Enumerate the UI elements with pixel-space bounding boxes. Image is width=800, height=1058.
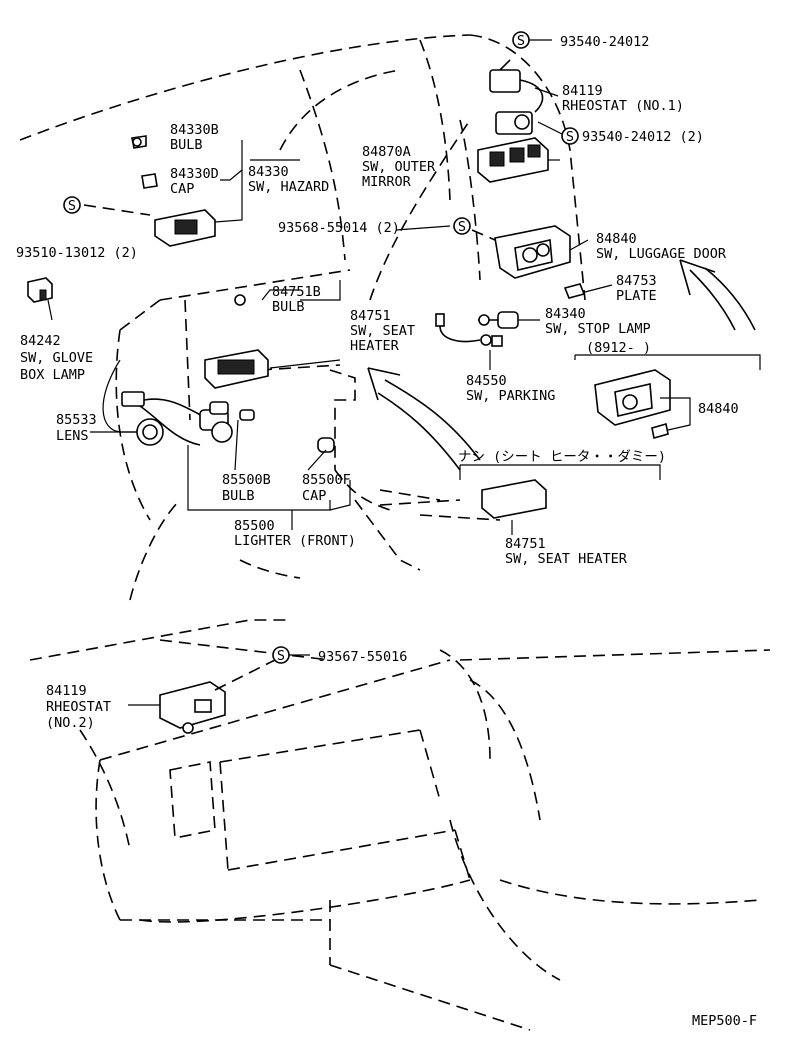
arrow-to-luggage-door bbox=[679, 259, 756, 331]
label-rheostat1-num: 84119 bbox=[562, 83, 603, 99]
bulb-84330b-part bbox=[131, 135, 147, 149]
bulb-84751b-part bbox=[234, 294, 246, 306]
label-lens-name: LENS bbox=[56, 428, 89, 444]
svg-text:S: S bbox=[277, 648, 285, 664]
label-bulb-84330b-num: 84330B bbox=[170, 122, 219, 138]
luggage-door-switch-part bbox=[494, 225, 571, 279]
label-seat-heater-name1: SW, SEAT bbox=[350, 323, 415, 339]
label-cap-84330d-name: CAP bbox=[170, 181, 194, 197]
label-stop-lamp-num: 84340 bbox=[545, 306, 586, 322]
label-seat-heater2-name: SW, SEAT HEATER bbox=[505, 551, 628, 567]
label-screw-bottom: 93567-55016 bbox=[318, 649, 407, 665]
label-hazard-name: SW, HAZARD bbox=[248, 179, 329, 195]
part-labels: 93540-24012 84119 RHEOSTAT (NO.1) 93540-… bbox=[16, 34, 757, 1029]
label-bulb-85500b-num: 85500B bbox=[222, 472, 271, 488]
dashboard-outline-lower bbox=[29, 619, 771, 1031]
label-outer-mirror-name2: MIRROR bbox=[362, 174, 412, 190]
bulb-85500b-part bbox=[239, 409, 255, 421]
hazard-switch-part bbox=[154, 209, 216, 247]
seat-heater-switch-part bbox=[204, 349, 269, 389]
label-bulb-84751b-name: BULB bbox=[272, 299, 305, 315]
label-bulb-85500b-name: BULB bbox=[222, 488, 255, 504]
label-lighter-name: LIGHTER (FRONT) bbox=[234, 533, 356, 549]
label-date-range: (8912- ) bbox=[586, 340, 651, 356]
leader-lines bbox=[47, 39, 761, 706]
cap-84330d-part bbox=[141, 173, 158, 189]
label-rheostat2-num: 84119 bbox=[46, 683, 87, 699]
rheostat-no1-part bbox=[489, 59, 544, 135]
screw-symbol-3: S bbox=[63, 196, 81, 214]
label-outer-mirror-name1: SW, OUTER bbox=[362, 159, 436, 175]
label-screw-9356: 93568-55014 (2) bbox=[278, 220, 400, 236]
label-outer-mirror-num: 84870A bbox=[362, 144, 411, 160]
rheostat-no2-part bbox=[159, 681, 226, 734]
screw-symbol-4: S bbox=[453, 217, 471, 235]
svg-text:S: S bbox=[68, 198, 76, 214]
stop-lamp-switch-part bbox=[478, 311, 519, 329]
label-seat-heater2-num: 84751 bbox=[505, 536, 546, 552]
label-seat-heater-num: 84751 bbox=[350, 308, 391, 324]
label-rheostat2-name2: (NO.2) bbox=[46, 715, 95, 731]
label-screw-top2: 93540-24012 (2) bbox=[582, 129, 704, 145]
label-jp-note: ナシ (シート ヒータ・・ダミー) bbox=[458, 449, 666, 465]
label-rheostat1-name: RHEOSTAT (NO.1) bbox=[562, 98, 684, 114]
outer-mirror-switch-part bbox=[477, 137, 549, 183]
arrow-to-seat-heater bbox=[367, 367, 481, 471]
glove-box-switch-part bbox=[27, 277, 53, 303]
plate-part bbox=[563, 283, 586, 299]
label-cap-85500f-name: CAP bbox=[302, 488, 326, 504]
label-lens-num: 85533 bbox=[56, 412, 97, 428]
label-glove-name1: SW, GLOVE bbox=[20, 350, 93, 366]
label-parking-name: SW, PARKING bbox=[466, 388, 555, 404]
label-seat-heater-name2: HEATER bbox=[350, 338, 400, 354]
label-luggage2-num: 84840 bbox=[698, 401, 739, 417]
label-screw-top: 93540-24012 bbox=[560, 34, 649, 50]
label-cap-84330d-num: 84330D bbox=[170, 166, 219, 182]
label-diagram-code: MEP500-F bbox=[692, 1013, 757, 1029]
parking-switch-part bbox=[435, 313, 503, 347]
screw-symbol-2: S bbox=[561, 127, 579, 145]
seat-heater-dummy-part bbox=[481, 479, 547, 519]
label-plate-name: PLATE bbox=[616, 288, 657, 304]
label-stop-lamp-name: SW, STOP LAMP bbox=[545, 321, 651, 337]
label-glove-name2: BOX LAMP bbox=[20, 367, 85, 383]
svg-text:S: S bbox=[566, 129, 574, 145]
label-rheostat2-name1: RHEOSTAT bbox=[46, 699, 111, 715]
luggage-door-switch-variant-part bbox=[594, 369, 671, 440]
svg-text:S: S bbox=[458, 219, 466, 235]
label-plate-num: 84753 bbox=[616, 273, 657, 289]
lighter-assembly-part bbox=[121, 391, 233, 446]
screw-symbol-5: S bbox=[272, 646, 290, 664]
screw-symbol-1: S bbox=[512, 31, 530, 49]
label-glove-num: 84242 bbox=[20, 333, 61, 349]
label-bulb-84751b-num: 84751B bbox=[272, 284, 321, 300]
label-hazard-num: 84330 bbox=[248, 164, 289, 180]
label-parking-num: 84550 bbox=[466, 373, 507, 389]
cap-85500f-part bbox=[317, 437, 335, 453]
label-luggage-num: 84840 bbox=[596, 231, 637, 247]
dashboard-outline-upper bbox=[19, 34, 586, 601]
label-cap-85500f-num: 85500F bbox=[302, 472, 351, 488]
label-screw-9351: 93510-13012 (2) bbox=[16, 245, 138, 261]
label-luggage-name: SW, LUGGAGE DOOR bbox=[596, 246, 727, 262]
svg-text:S: S bbox=[517, 33, 525, 49]
lens-part bbox=[136, 418, 164, 446]
label-lighter-num: 85500 bbox=[234, 518, 275, 534]
label-bulb-84330b-name: BULB bbox=[170, 137, 203, 153]
